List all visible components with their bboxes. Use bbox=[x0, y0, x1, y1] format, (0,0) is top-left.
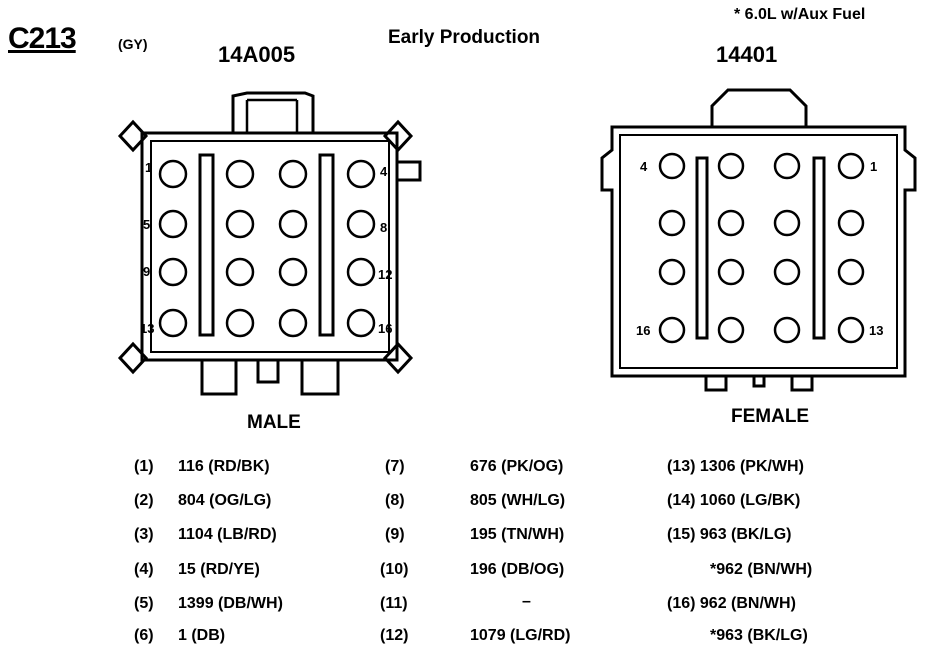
circuit-value: 805 (WH/LG) bbox=[470, 492, 566, 509]
pin-number: (3) bbox=[134, 526, 154, 543]
female-part-number: 14401 bbox=[716, 42, 778, 67]
female-pin-label: 4 bbox=[640, 159, 648, 174]
circuit-value: 15 (RD/YE) bbox=[178, 561, 260, 578]
pin-number: (7) bbox=[385, 458, 405, 475]
male-pin-label: 9 bbox=[143, 264, 150, 279]
connector-id: C213 bbox=[8, 22, 77, 55]
male-connector bbox=[117, 91, 422, 396]
production-note: Early Production bbox=[388, 27, 541, 48]
circuit-value: *963 (BK/LG) bbox=[710, 627, 808, 644]
pin-number: (9) bbox=[385, 526, 405, 543]
circuit-value: (16) 962 (BN/WH) bbox=[667, 595, 796, 612]
male-pin-label: 12 bbox=[378, 267, 392, 282]
circuit-value: 804 (OG/LG) bbox=[178, 492, 272, 509]
male-pin-label: 13 bbox=[140, 321, 154, 336]
circuit-value: (13) 1306 (PK/WH) bbox=[667, 458, 804, 475]
male-part-number: 14A005 bbox=[218, 42, 296, 67]
female-pin-label: 16 bbox=[636, 323, 650, 338]
pin-number: (4) bbox=[134, 561, 154, 578]
circuit-value: 1399 (DB/WH) bbox=[178, 595, 283, 612]
male-gender-label: MALE bbox=[247, 412, 301, 433]
pin-number: (2) bbox=[134, 492, 154, 509]
male-pin-label: 16 bbox=[378, 321, 392, 336]
circuit-value: 1104 (LB/RD) bbox=[178, 526, 277, 543]
pin-number: (6) bbox=[134, 627, 154, 644]
circuit-value: (15) 963 (BK/LG) bbox=[667, 526, 792, 543]
pin-number: (5) bbox=[134, 595, 154, 612]
female-pin-label: 1 bbox=[870, 159, 877, 174]
circuit-value: 195 (TN/WH) bbox=[470, 526, 565, 543]
circuit-value: 1079 (LG/RD) bbox=[470, 627, 571, 644]
circuit-value: 116 (RD/BK) bbox=[178, 458, 270, 475]
male-pin-label: 4 bbox=[380, 164, 388, 179]
female-pin-label: 13 bbox=[869, 323, 883, 338]
footnote: * 6.0L w/Aux Fuel bbox=[734, 6, 866, 23]
female-gender-label: FEMALE bbox=[731, 406, 810, 427]
male-pin-label: 8 bbox=[380, 220, 387, 235]
circuit-value: *962 (BN/WH) bbox=[710, 561, 813, 578]
pin-number: (12) bbox=[380, 627, 409, 644]
female-connector bbox=[600, 88, 917, 392]
pin-number: (11) bbox=[380, 595, 408, 612]
male-pin-label: 5 bbox=[143, 217, 150, 232]
pin-number: (8) bbox=[385, 492, 405, 509]
circuit-value: – bbox=[522, 593, 531, 610]
connector-color: (GY) bbox=[118, 36, 148, 52]
pin-number: (1) bbox=[134, 458, 154, 475]
male-pin-label: 1 bbox=[145, 160, 152, 175]
pin-number: (10) bbox=[380, 561, 409, 578]
circuit-value: 1 (DB) bbox=[178, 627, 226, 644]
circuit-value: 196 (DB/OG) bbox=[470, 561, 565, 578]
circuit-value: 676 (PK/OG) bbox=[470, 458, 564, 475]
circuit-value: (14) 1060 (LG/BK) bbox=[667, 492, 801, 509]
